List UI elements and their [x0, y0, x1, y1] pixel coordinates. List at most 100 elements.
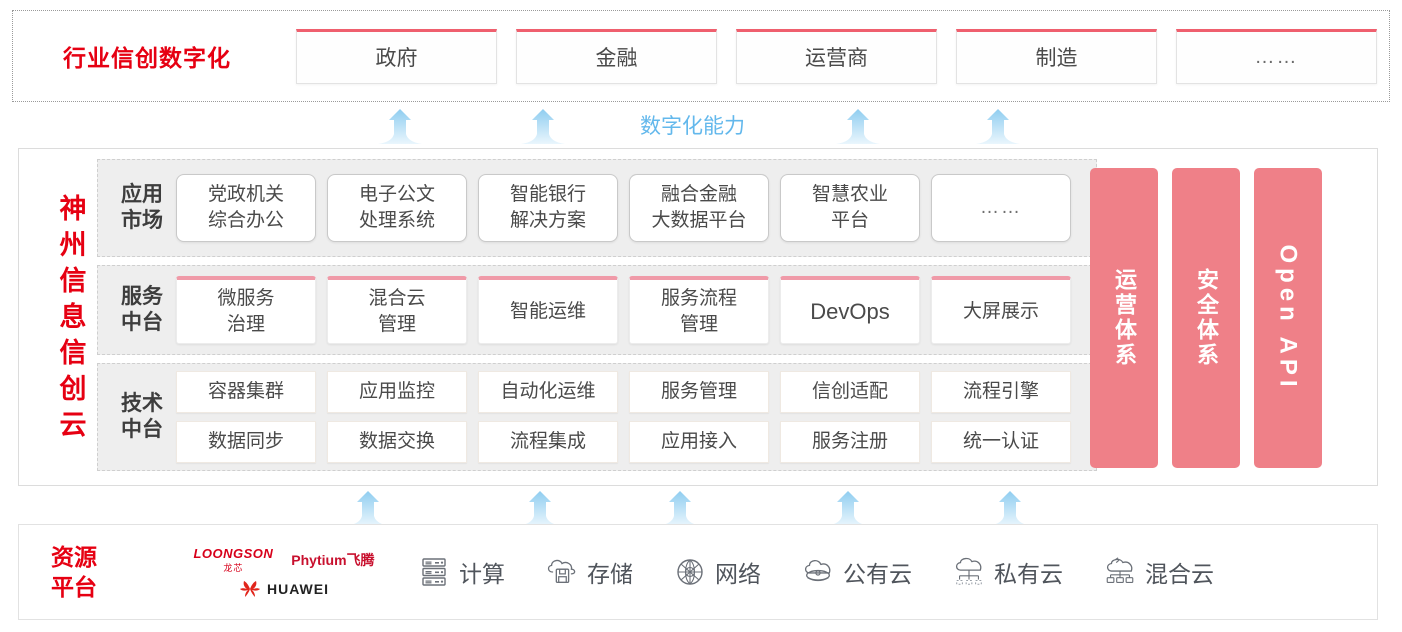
card-app-access[interactable]: 应用接入 [629, 421, 769, 463]
card-data-sync[interactable]: 数据同步 [176, 421, 316, 463]
industry-box-government[interactable]: 政府 [296, 28, 497, 84]
card-line: 综合办公 [207, 210, 284, 231]
resource-title-line: 平台 [51, 574, 97, 600]
card-automated-ops[interactable]: 自动化运维 [478, 371, 618, 413]
resource-item-label: 私有云 [994, 561, 1063, 587]
card-service-registry[interactable]: 服务注册 [780, 421, 920, 463]
up-arrow-icon [521, 109, 565, 144]
app-market-card-list: 党政机关 综合办公 电子公文 处理系统 智能银行 解决方案 [176, 174, 1071, 242]
up-arrow-icon [378, 109, 422, 144]
pillar-security-system[interactable]: 安全体系 [1172, 168, 1240, 468]
brand-char: 息 [59, 302, 87, 332]
huawei-logo: HUAWEI [239, 580, 329, 598]
brand-char: 创 [59, 374, 87, 404]
resource-item-compute[interactable]: 计算 [417, 555, 505, 589]
resource-platform-title: 资源 平台 [51, 542, 169, 602]
pillar-label: Open API [1275, 244, 1302, 392]
card-line: 处理系统 [358, 210, 435, 231]
card-line: 党政机关 [207, 184, 284, 205]
tier-app-market: 应用 市场 党政机关 综合办公 电子公文 处理系统 [97, 159, 1097, 257]
card-data-exchange[interactable]: 数据交换 [327, 421, 467, 463]
card-app-market-more[interactable]: …… [931, 174, 1071, 242]
industry-box-manufacturing[interactable]: 制造 [956, 28, 1157, 84]
tier-label-line: 中台 [121, 311, 163, 334]
up-arrow-icon [518, 491, 562, 526]
card-process-integration[interactable]: 流程集成 [478, 421, 618, 463]
tier-label-app-market: 应用 市场 [108, 182, 176, 234]
card-party-gov-office[interactable]: 党政机关 综合办公 [176, 174, 316, 242]
server-icon [422, 558, 446, 586]
tier-label-line: 中台 [121, 418, 163, 441]
tier-service-platform: 服务 中台 微服务 治理 混合云 管理 [97, 265, 1097, 355]
card-line: 管理 [377, 313, 416, 335]
industry-band-title: 行业信创数字化 [63, 45, 231, 71]
card-line: 解决方案 [509, 210, 586, 231]
card-container-cluster[interactable]: 容器集群 [176, 371, 316, 413]
card-finance-bigdata-platform[interactable]: 融合金融 大数据平台 [629, 174, 769, 242]
up-arrow-icon [826, 491, 870, 526]
card-line: 平台 [830, 210, 869, 231]
resource-item-private-cloud[interactable]: 私有云 [952, 555, 1063, 589]
card-process-engine[interactable]: 流程引擎 [931, 371, 1071, 413]
industry-box-telecom[interactable]: 运营商 [736, 28, 937, 84]
brand-char: 州 [59, 230, 87, 260]
pillar-label: 运营体系 [1112, 268, 1137, 368]
card-line: 微服务 [217, 287, 275, 309]
card-devops[interactable]: DevOps [780, 276, 920, 344]
resource-item-storage[interactable]: 存储 [545, 555, 633, 589]
card-app-monitoring[interactable]: 应用监控 [327, 371, 467, 413]
industry-box-finance[interactable]: 金融 [516, 28, 717, 84]
card-xinchuang-adaptation[interactable]: 信创适配 [780, 371, 920, 413]
resource-item-hybrid-cloud[interactable]: 混合云 [1103, 555, 1214, 589]
tier-tech-platform: 技术 中台 容器集群 应用监控 自动化运维 服务管理 信创适配 流程引擎 数据同… [97, 363, 1097, 471]
card-big-screen-display[interactable]: 大屏展示 [931, 276, 1071, 344]
up-arrow-icon [346, 491, 390, 526]
resource-item-list: 计算 存储 [417, 555, 1214, 589]
tier-label-line: 服务 [121, 285, 163, 308]
card-unified-authentication[interactable]: 统一认证 [931, 421, 1071, 463]
card-line: 管理 [679, 313, 718, 335]
brand-char: 神 [59, 194, 87, 224]
card-line: 智能银行 [509, 184, 586, 205]
card-service-management[interactable]: 服务管理 [629, 371, 769, 413]
card-line: 电子公文 [358, 184, 435, 205]
phytium-logo: Phytium飞腾 [291, 552, 375, 568]
huawei-logo-text: HUAWEI [267, 581, 329, 597]
card-intelligent-ops[interactable]: 智能运维 [478, 276, 618, 344]
tier-label-tech-platform: 技术 中台 [108, 391, 176, 443]
cloud-storage-icon [547, 559, 576, 584]
pillar-open-api[interactable]: Open API [1254, 168, 1322, 468]
card-microservice-governance[interactable]: 微服务 治理 [176, 276, 316, 344]
brand-char: 信 [59, 266, 87, 296]
vendor-logo-row: HUAWEI [239, 580, 329, 598]
cloud-platform-panel: 神 州 信 息 信 创 云 应用 市场 党政机关 综合办公 [18, 148, 1378, 486]
brand-char: 信 [59, 338, 87, 368]
card-service-process-management[interactable]: 服务流程 管理 [629, 276, 769, 344]
vendor-logo-list: LOONGSON 龙芯 Phytium飞腾 HUAWEI [169, 546, 399, 598]
resource-item-label: 混合云 [1145, 561, 1214, 587]
card-hybrid-cloud-management[interactable]: 混合云 管理 [327, 276, 467, 344]
network-globe-icon [677, 559, 703, 585]
loongson-logo-sub: 龙芯 [223, 563, 244, 573]
service-platform-card-list: 微服务 治理 混合云 管理 智能运维 服务流程 [176, 276, 1071, 344]
huawei-flower-icon [240, 581, 260, 597]
tier-label-line: 技术 [121, 392, 163, 415]
up-arrow-icon [836, 109, 880, 144]
tier-label-line: 市场 [121, 209, 163, 232]
capability-arrow-row [0, 104, 1402, 144]
industry-box-list: 政府 金融 运营商 制造 …… [296, 28, 1377, 84]
card-line: 智慧农业 [811, 184, 888, 205]
resource-item-label: 计算 [459, 561, 505, 587]
resource-arrow-row [0, 488, 1402, 526]
hybrid-cloud-icon [1106, 557, 1134, 583]
industry-box-more[interactable]: …… [1176, 28, 1377, 84]
resource-item-network[interactable]: 网络 [673, 555, 761, 589]
card-line: 服务流程 [660, 287, 737, 309]
pillar-operations-system[interactable]: 运营体系 [1090, 168, 1158, 468]
card-line: 混合云 [368, 287, 426, 309]
tech-platform-grid: 容器集群 应用监控 自动化运维 服务管理 信创适配 流程引擎 数据同步 数据交换… [176, 371, 1071, 463]
card-smart-agriculture-platform[interactable]: 智慧农业 平台 [780, 174, 920, 242]
card-edoc-system[interactable]: 电子公文 处理系统 [327, 174, 467, 242]
resource-item-public-cloud[interactable]: 公有云 [801, 555, 912, 589]
card-smart-bank-solution[interactable]: 智能银行 解决方案 [478, 174, 618, 242]
